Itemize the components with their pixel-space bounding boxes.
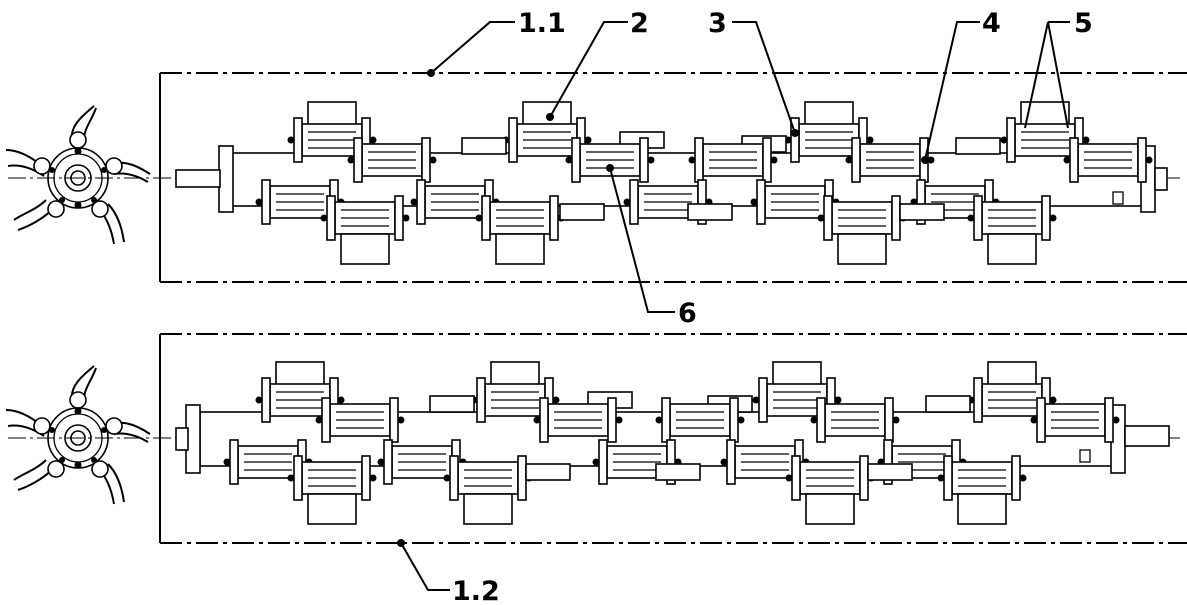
leader-lines (397, 21, 1070, 591)
label-1-1: 1.1 (518, 8, 566, 39)
label-6: 6 (678, 298, 697, 329)
rotor-end-view-top (5, 105, 151, 245)
rotor-end-view-bottom (5, 365, 151, 505)
label-1-2: 1.2 (452, 576, 500, 605)
rotor-1-1 (5, 72, 1187, 283)
label-3: 3 (708, 8, 727, 39)
rotor-1-2 (5, 333, 1187, 544)
label-5: 5 (1074, 8, 1093, 39)
label-2: 2 (630, 8, 649, 39)
label-4: 4 (982, 8, 1001, 39)
